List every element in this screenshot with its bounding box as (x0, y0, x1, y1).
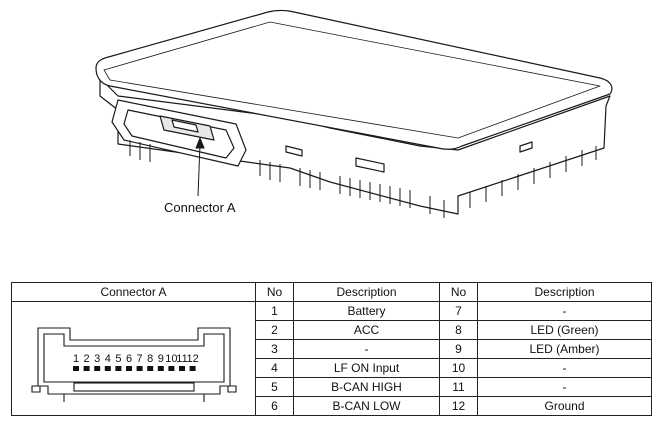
pin-number: 4 (255, 358, 294, 378)
pin-number: 1 (255, 301, 294, 321)
pin-number: 9 (439, 339, 478, 359)
pin-terminal (126, 366, 132, 371)
pin-number-label: 8 (147, 353, 153, 365)
pin-number-label: 10 (165, 353, 177, 365)
pin-description: LED (Green) (477, 320, 652, 340)
pin-terminal (147, 366, 154, 371)
header-description-left: Description (293, 282, 440, 302)
pin-description: B-CAN LOW (293, 396, 440, 416)
table-row: 3 - 9 LED (Amber) (12, 339, 652, 359)
header-connector: Connector A (11, 282, 256, 302)
table-row: 4 LF ON Input 10 - (12, 358, 652, 378)
module-illustration (95, 9, 613, 218)
pin-number: 11 (439, 377, 478, 397)
pin-terminal (73, 366, 79, 371)
pin-terminal (83, 366, 90, 371)
table-row: 5 B-CAN HIGH 11 - (12, 377, 652, 397)
header-no-right: No (439, 282, 478, 302)
pin-description: - (477, 377, 652, 397)
pin-number: 12 (439, 396, 478, 416)
pin-number-label: 9 (158, 353, 164, 365)
pin-number-label: 11 (176, 353, 187, 365)
pin-number-label: 12 (186, 353, 198, 365)
pin-number: 10 (439, 358, 478, 378)
pin-number: 5 (255, 377, 294, 397)
pin-terminal (168, 366, 175, 371)
pin-terminal (157, 366, 164, 371)
pin-number-label: 1 (73, 353, 79, 365)
pin-assignment-table: Connector A No Description No Descriptio… (11, 282, 652, 416)
table-header-row: Connector A No Description No Descriptio… (11, 282, 652, 302)
pin-description: - (477, 358, 652, 378)
pin-description: - (477, 301, 652, 321)
pin-marks (73, 366, 196, 371)
pin-number-label: 6 (126, 353, 132, 365)
pin-number-label: 5 (115, 353, 121, 365)
pin-description: LF ON Input (293, 358, 440, 378)
pin-terminal (189, 366, 196, 371)
pin-description: B-CAN HIGH (293, 377, 440, 397)
pin-description: Ground (477, 396, 652, 416)
table-row: 2 ACC 8 LED (Green) (12, 320, 652, 340)
pin-number: 6 (255, 396, 294, 416)
pin-terminal (115, 366, 122, 371)
pin-number-label: 4 (105, 353, 111, 365)
pin-terminal (136, 366, 143, 371)
pin-number: 3 (255, 339, 294, 359)
pin-description: ACC (293, 320, 440, 340)
pin-description: LED (Amber) (477, 339, 652, 359)
pin-number-label: 2 (84, 353, 90, 365)
pin-terminal (179, 366, 185, 371)
pin-terminal (104, 366, 111, 371)
pin-number-label: 7 (137, 353, 143, 365)
connector-a-callout-label: Connector A (164, 200, 236, 215)
header-no-left: No (255, 282, 294, 302)
pin-number-label: 3 (94, 353, 100, 365)
pin-description: - (293, 339, 440, 359)
pin-number: 2 (255, 320, 294, 340)
pin-description: Battery (293, 301, 440, 321)
header-description-right: Description (477, 282, 652, 302)
table-row: 6 B-CAN LOW 12 Ground (12, 396, 652, 416)
pin-number: 8 (439, 320, 478, 340)
pin-number: 7 (439, 301, 478, 321)
pin-terminal (94, 366, 101, 371)
